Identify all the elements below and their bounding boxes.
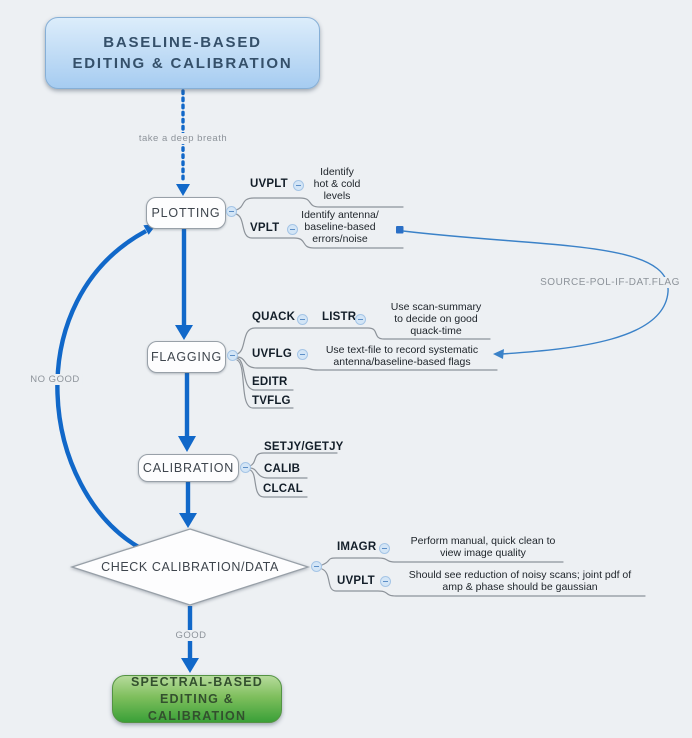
arrowhead-take-breath	[176, 184, 190, 196]
arrowhead-check	[179, 513, 197, 528]
decision-diamond[interactable]	[69, 528, 311, 606]
collapse-icon-flagging[interactable]	[227, 350, 238, 361]
collapse-icon-uvplt-check[interactable]	[380, 576, 391, 587]
task-clcal[interactable]: CLCAL	[263, 483, 303, 495]
task-editr[interactable]: EDITR	[252, 376, 288, 388]
cross-link-anchor-square	[396, 226, 404, 234]
branch-line-clcal	[249, 469, 308, 498]
task-uvplt-check[interactable]: UVPLT	[337, 575, 375, 587]
collapse-icon-plotting[interactable]	[226, 206, 237, 217]
arrowhead-calibration	[178, 436, 196, 452]
branch-line-uvflg	[236, 356, 498, 371]
collapse-icon-listr[interactable]	[355, 314, 366, 325]
edge-label-no-good: NO GOOD	[27, 374, 83, 385]
task-tvflg[interactable]: TVFLG	[252, 395, 291, 407]
collapse-icon-uvplt[interactable]	[293, 180, 304, 191]
node-check-calibration-label: CHECK CALIBRATION/DATA	[101, 560, 279, 574]
task-listr[interactable]: LISTR	[322, 311, 357, 323]
node-baseline-editing[interactable]: BASELINE-BASED EDITING & CALIBRATION	[45, 17, 320, 89]
node-plotting[interactable]: PLOTTING	[146, 197, 226, 229]
task-quack[interactable]: QUACK	[252, 311, 296, 323]
node-flagging[interactable]: FLAGGING	[147, 341, 226, 373]
edge-no-good-loop	[55, 229, 148, 550]
edge-label-good: GOOD	[172, 630, 210, 641]
branch-line-tvflg	[236, 359, 294, 409]
branch-line-quack-listr	[236, 327, 491, 355]
branch-line-calib	[249, 467, 308, 479]
node-calibration[interactable]: CALIBRATION	[138, 454, 239, 482]
note-imagr[interactable]: Perform manual, quick clean to view imag…	[410, 535, 556, 559]
task-uvflg[interactable]: UVFLG	[252, 348, 292, 360]
branch-line-imagr	[321, 557, 564, 566]
node-spectral-editing[interactable]: SPECTRAL-BASED EDITING & CALIBRATION	[112, 675, 282, 723]
collapse-icon-vplt[interactable]	[287, 224, 298, 235]
task-calib[interactable]: CALIB	[264, 463, 301, 475]
task-setjy-getjy[interactable]: SETJY/GETJY	[264, 441, 344, 453]
arrowhead-end	[181, 658, 199, 673]
note-listr[interactable]: Use scan-summary to decide on good quack…	[390, 301, 482, 337]
note-vplt[interactable]: Identify antenna/ baseline-based errors/…	[301, 209, 379, 245]
branch-line-vplt	[235, 213, 404, 249]
edge-label-take-breath: take a deep breath	[135, 133, 231, 144]
task-imagr[interactable]: IMAGR	[337, 541, 377, 553]
edge-label-source-flag: SOURCE-POL-IF-DAT.FLAG	[537, 277, 683, 288]
collapse-icon-imagr[interactable]	[379, 543, 390, 554]
collapse-icon-calibration[interactable]	[240, 462, 251, 473]
branch-line-uvplt2	[321, 568, 646, 597]
arrowhead-flagging	[175, 325, 193, 340]
arrowhead-source-flag	[493, 349, 504, 359]
branch-line-setjy	[249, 452, 338, 467]
collapse-icon-check[interactable]	[311, 561, 322, 572]
note-uvflg[interactable]: Use text-file to record systematic anten…	[325, 344, 479, 368]
task-uvplt[interactable]: UVPLT	[250, 178, 288, 190]
branch-line-uvplt	[235, 197, 404, 211]
collapse-icon-uvflg[interactable]	[297, 349, 308, 360]
note-uvplt[interactable]: Identify hot & cold levels	[313, 166, 361, 202]
branch-line-editr	[236, 357, 294, 391]
collapse-icon-quack[interactable]	[297, 314, 308, 325]
note-uvplt-check[interactable]: Should see reduction of noisy scans; joi…	[408, 569, 632, 593]
task-vplt[interactable]: VPLT	[250, 222, 280, 234]
